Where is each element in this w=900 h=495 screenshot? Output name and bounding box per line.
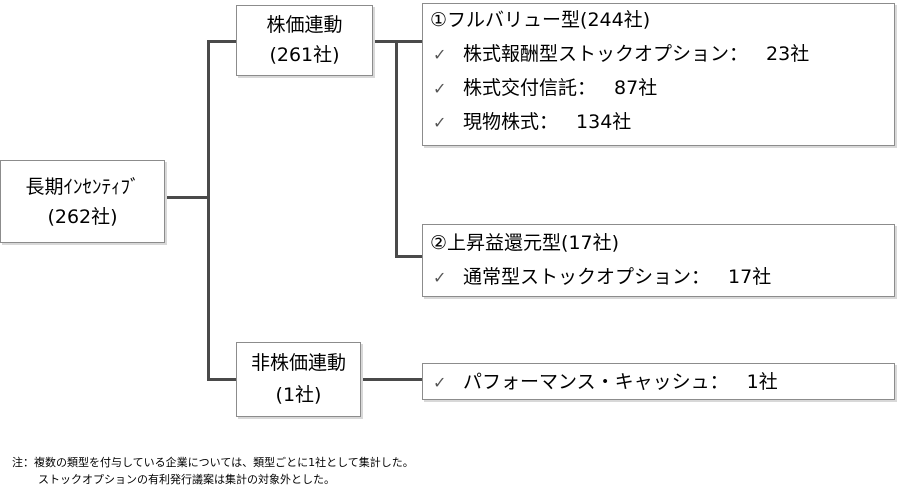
- node-long-term-incentive-count: (262社): [47, 206, 118, 228]
- category-appreciation-title: ②上昇益還元型(17社): [430, 232, 620, 254]
- node-non-stock-linked: 非株価連動 (1社): [236, 342, 361, 417]
- node-non-stock-linked-title: 非株価連動: [250, 352, 346, 374]
- node-long-term-incentive: 長期ｲﾝｾﾝﾃｨﾌﾞ (262社): [0, 160, 165, 243]
- check-icon: ✓: [433, 373, 447, 392]
- item-label: 現物株式：: [463, 111, 559, 133]
- item-label: パフォーマンス・キャッシュ：: [463, 371, 729, 393]
- item-count: 1社: [746, 371, 778, 393]
- check-icon: ✓: [433, 268, 447, 287]
- connector-trunk: [207, 40, 210, 381]
- connector-branch: [395, 40, 398, 258]
- connector-full-value: [395, 40, 423, 43]
- node-stock-linked-count: (261社): [269, 44, 340, 66]
- node-stock-linked: 株価連動 (261社): [236, 5, 373, 76]
- category-full-value-title: ①フルバリュー型(244社): [430, 9, 651, 31]
- item-label: 株式報酬型ストックオプション：: [463, 43, 749, 65]
- connector-stock-linked: [207, 40, 237, 43]
- node-non-stock-linked-count: (1社): [275, 384, 322, 406]
- check-icon: ✓: [433, 79, 447, 98]
- check-icon: ✓: [433, 45, 447, 64]
- item-label: 通常型ストックオプション：: [463, 266, 711, 288]
- list-item: ✓ 現物株式： 134社: [433, 110, 631, 135]
- footnote-2: ストックオプションの有利発行議案は集計の対象外とした。: [38, 473, 335, 486]
- item-count: 87社: [614, 77, 658, 99]
- connector-appreciation: [395, 255, 423, 258]
- connector-root: [164, 196, 210, 199]
- item-count: 17社: [728, 266, 772, 288]
- footnote-1: 注：複数の類型を付与している企業については、類型ごとに1社として集計した。: [12, 456, 414, 469]
- connector-stock-out: [372, 40, 398, 43]
- list-item: ✓ 通常型ストックオプション： 17社: [433, 265, 771, 290]
- list-item: ✓ 株式報酬型ストックオプション： 23社: [433, 42, 809, 67]
- list-item: ✓ 株式交付信託： 87社: [433, 76, 657, 101]
- node-stock-linked-title: 株価連動: [266, 14, 343, 36]
- item-count: 23社: [766, 43, 810, 65]
- check-icon: ✓: [433, 113, 447, 132]
- category-non-stock-detail: ✓ パフォーマンス・キャッシュ： 1社: [422, 363, 895, 400]
- connector-non-stock-out: [360, 378, 423, 381]
- item-label: 株式交付信託：: [463, 77, 597, 99]
- category-appreciation: ②上昇益還元型(17社) ✓ 通常型ストックオプション： 17社: [422, 224, 895, 297]
- connector-non-stock-linked: [207, 378, 237, 381]
- item-count: 134社: [576, 111, 632, 133]
- list-item: ✓ パフォーマンス・キャッシュ： 1社: [433, 370, 778, 395]
- category-full-value: ①フルバリュー型(244社) ✓ 株式報酬型ストックオプション： 23社 ✓ 株式交付…: [422, 3, 895, 146]
- node-long-term-incentive-title: 長期ｲﾝｾﾝﾃｨﾌﾞ: [25, 176, 140, 198]
